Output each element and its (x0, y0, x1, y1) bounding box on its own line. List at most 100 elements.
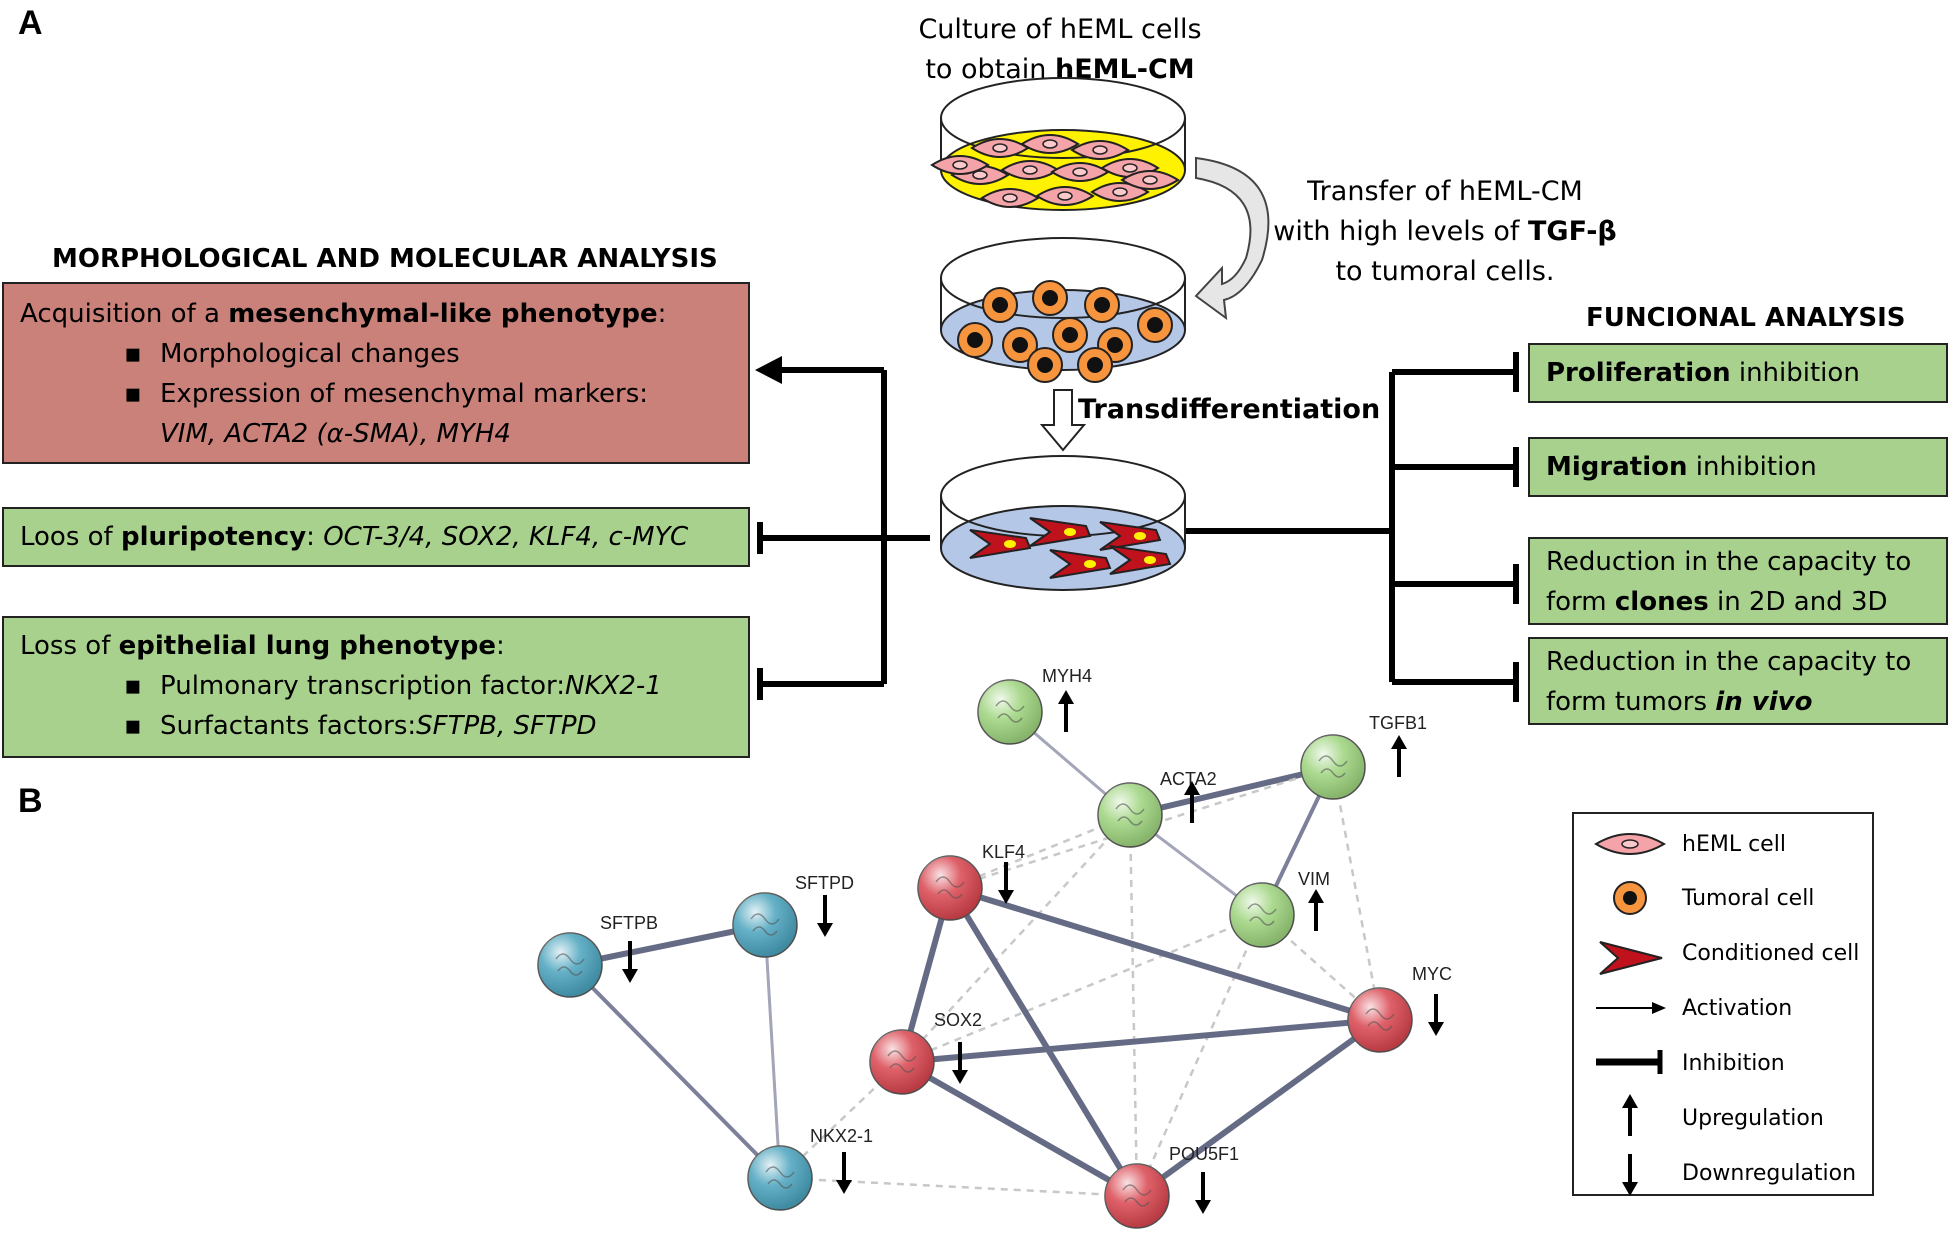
arrowhead-icon (622, 969, 638, 983)
legend-heml-cell-icon (1594, 832, 1666, 856)
right-connector-lines (1186, 369, 1516, 685)
legend: hEML cell Tumoral cell Conditioned cell … (1572, 812, 1874, 1196)
epithelial-phenotype-box: Loss of epithelial lung phenotype: ▪Pulm… (2, 616, 750, 758)
edge-sftpb-sftpd (569, 922, 766, 968)
migration-rest: inhibition (1687, 452, 1817, 482)
tumors-line2: form tumors in vivo (1546, 682, 1930, 722)
transdifferentiation-arrow-icon (1039, 389, 1087, 452)
edge-sftpd-nkx2-1 (763, 924, 782, 1179)
edge-vim-sox2 (901, 913, 1263, 1064)
arrowhead-icon (817, 923, 833, 937)
node-label: ACTA2 (1160, 769, 1217, 789)
legend-row-inhibition: Inhibition (1574, 1045, 1874, 1085)
bullet-icon: ▪ (124, 339, 142, 369)
arrowhead-icon (1391, 735, 1407, 749)
transdifferentiation-label: Transdifferentiation (1078, 394, 1381, 425)
node-sftpb: SFTPB (537, 913, 658, 998)
legend-tumoral-text: Tumoral cell (1682, 886, 1815, 911)
culture-caption: Culture of hEML cells to obtain hEML-CM (880, 10, 1240, 90)
activation-arrowhead-icon (755, 356, 782, 384)
protein-structure-icon (1365, 1008, 1395, 1031)
protein-structure-icon (555, 953, 585, 976)
legend-row-heml: hEML cell (1574, 826, 1874, 866)
node-myc: MYC (1347, 964, 1452, 1053)
node-label: MYC (1412, 964, 1452, 984)
legend-activation-text: Activation (1682, 996, 1793, 1021)
node-label: MYH4 (1042, 666, 1092, 686)
tumors-pre: form tumors (1546, 687, 1716, 717)
transfer-line3: to tumoral cells. (1335, 256, 1555, 287)
edge-sftpb-nkx2-1 (568, 963, 782, 1180)
bullet-mesenchymal-markers: ▪Expression of mesenchymal markers: (20, 374, 732, 414)
node-label: NKX2-1 (810, 1126, 873, 1146)
clones-post: in 2D and 3D (1708, 587, 1888, 617)
epithelial-title-pre: Loss of (20, 631, 119, 661)
node-highlight (1301, 735, 1365, 799)
node-highlight (870, 1030, 934, 1094)
node-tgfb1: TGFB1 (1300, 713, 1427, 800)
arrowhead-icon (1308, 889, 1324, 903)
edge-sox2-myc (901, 1017, 1381, 1065)
arrowhead-icon (998, 890, 1014, 904)
edge-sox2-pou5f1 (900, 1059, 1139, 1199)
transfer-line1: Transfer of hEML-CM (1307, 176, 1583, 207)
conditioned-cells-dish (940, 455, 1186, 591)
node-highlight (538, 933, 602, 997)
node-highlight (918, 856, 982, 920)
bullet-morphological: ▪ Morphological changes (20, 334, 732, 374)
legend-upregulation-text: Upregulation (1682, 1106, 1824, 1131)
mesenchymal-title: Acquisition of a mesenchymal-like phenot… (20, 294, 732, 334)
bullet-surfactants-genes: SFTPB, SFTPD (416, 711, 597, 741)
mesenchymal-markers-genes: VIM, ACTA2 (α-SMA), MYH4 (160, 419, 511, 449)
edge-myc-pou5f1 (1135, 1017, 1382, 1199)
tumoral-cells-dish (940, 237, 1186, 383)
node-highlight (748, 1146, 812, 1210)
edge-klf4-pou5f1 (947, 886, 1140, 1198)
arrowhead-icon (1184, 781, 1200, 795)
arrowhead-icon (952, 1070, 968, 1084)
node-highlight (733, 893, 797, 957)
node-highlight (1105, 1164, 1169, 1228)
legend-inhibition-text: Inhibition (1682, 1051, 1785, 1076)
tumors-bold: in vivo (1715, 687, 1813, 717)
node-highlight (1230, 883, 1294, 947)
node-highlight (1098, 783, 1162, 847)
epithelial-title-bold: epithelial lung phenotype (118, 631, 497, 661)
left-heading: MORPHOLOGICAL AND MOLECULAR ANALYSIS (52, 244, 718, 274)
bullet-pulmonary-tf-gene: NKX2-1 (565, 671, 662, 701)
protein-structure-icon (750, 913, 780, 936)
pluripotency-box: Loos of pluripotency: OCT-3/4, SOX2, KLF… (2, 507, 750, 567)
node-label: SFTPD (795, 873, 854, 893)
tumors-line1: Reduction in the capacity to (1546, 647, 1912, 677)
pluripotency-bold: pluripotency (120, 522, 307, 552)
legend-downregulation-text: Downregulation (1682, 1161, 1857, 1186)
legend-row-conditioned: Conditioned cell (1574, 935, 1874, 975)
transfer-line2-pre: with high levels of (1273, 216, 1529, 247)
protein-structure-icon (765, 1166, 795, 1189)
node-sox2: SOX2 (869, 1010, 982, 1095)
proliferation-bold: Proliferation (1546, 358, 1731, 388)
proliferation-rest: inhibition (1730, 358, 1860, 388)
bullet-surfactants: ▪Surfactants factors: SFTPB, SFTPD (20, 706, 732, 746)
edge-nkx2-1-pou5f1 (779, 1176, 1138, 1198)
bullet-pulmonary-tf-text: Pulmonary transcription factor: (160, 671, 566, 701)
culture-caption-bold: hEML-CM (1055, 54, 1195, 85)
node-label: POU5F1 (1169, 1144, 1239, 1164)
bullet-morphological-text: Morphological changes (160, 339, 460, 369)
node-label: TGFB1 (1369, 713, 1427, 733)
panel-b-label: B (18, 782, 43, 820)
protein-structure-icon (1318, 755, 1348, 778)
legend-heml-text: hEML cell (1682, 832, 1786, 857)
arrowhead-icon (1428, 1022, 1444, 1036)
node-label: VIM (1298, 869, 1330, 889)
mesenchymal-phenotype-box: Acquisition of a mesenchymal-like phenot… (2, 282, 750, 464)
legend-conditioned-cell-icon (1599, 941, 1663, 975)
protein-structure-icon (1247, 903, 1277, 926)
clones-box: Reduction in the capacity to form clones… (1528, 537, 1948, 625)
heml-culture-dish (931, 77, 1186, 211)
node-pou5f1: POU5F1 (1104, 1144, 1239, 1229)
node-label: SFTPB (600, 913, 658, 933)
left-connector-lines (760, 367, 930, 687)
protein-structure-icon (887, 1050, 917, 1073)
